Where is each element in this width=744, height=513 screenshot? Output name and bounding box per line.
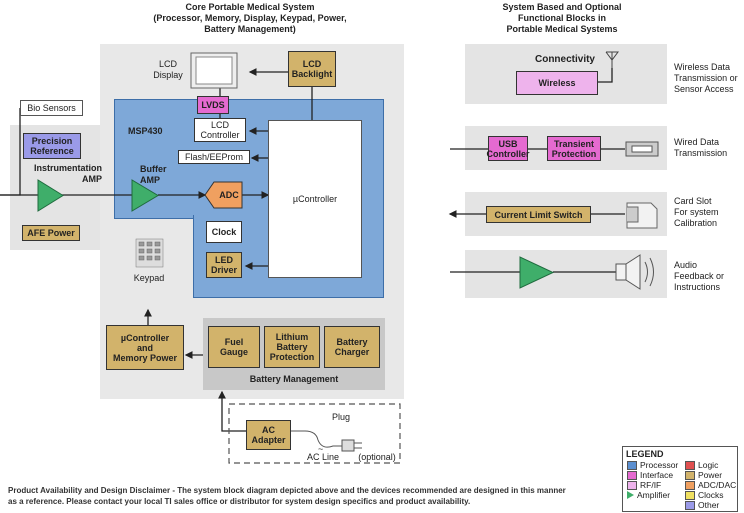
legend-swatch xyxy=(685,500,695,510)
instrumentation-amp-triangle xyxy=(37,179,64,212)
legend-label: Other xyxy=(698,500,720,510)
adc-shape xyxy=(204,181,243,209)
legend-swatch xyxy=(685,470,695,480)
transient-protection-box: Transient Protection xyxy=(547,136,601,161)
legend-item: Amplifier xyxy=(627,490,670,500)
legend-label: Processor xyxy=(640,460,679,470)
legend-label: Clocks xyxy=(698,490,724,500)
legend-label: Power xyxy=(698,470,723,480)
amplifier-icon xyxy=(627,491,634,499)
wired-desc: Wired Data Transmission xyxy=(674,137,728,158)
lcd-backlight-box: LCD Backlight xyxy=(288,51,336,87)
connectivity-label: Connectivity xyxy=(534,54,595,65)
current-limit-switch-box: Current Limit Switch xyxy=(486,206,591,223)
legend-item: ADC/DAC xyxy=(685,480,736,490)
keypad-icon xyxy=(135,238,164,268)
precision-reference-box: Precision Reference xyxy=(23,133,81,159)
lithium-battery-protection-box: Lithium Battery Protection xyxy=(264,326,320,368)
legend-label: Logic xyxy=(698,460,719,470)
legend-label: RF/IF xyxy=(640,480,662,490)
buffer-amp-label: Buffer AMP xyxy=(140,164,167,185)
legend-item: Processor xyxy=(627,460,678,470)
msp430-label: MSP430 xyxy=(128,126,163,136)
legend-label: Amplifier xyxy=(637,490,671,500)
legend-item: RF/IF xyxy=(627,480,661,490)
battery-management-label: Battery Management xyxy=(249,374,339,384)
legend-swatch xyxy=(627,470,637,480)
optional-dashed-box xyxy=(228,403,401,464)
legend-item: Clocks xyxy=(685,490,724,500)
audio-desc: Audio Feedback or Instructions xyxy=(674,260,725,292)
mcontroller-box: µController xyxy=(268,120,362,278)
instrumentation-amp-label: Instrumentation AMP xyxy=(33,163,102,184)
legend-swatch xyxy=(685,490,695,500)
lcd-controller-box: LCD Controller xyxy=(194,118,246,142)
legend-swatch xyxy=(627,460,637,470)
fuel-gauge-box: Fuel Gauge xyxy=(208,326,260,368)
core-header: Core Portable Medical System (Processor,… xyxy=(153,2,347,34)
ac-adapter-box: AC Adapter xyxy=(246,420,291,450)
usb-connector-icon xyxy=(625,141,659,157)
antenna-icon xyxy=(605,51,619,68)
legend-title: LEGEND xyxy=(626,449,664,459)
legend-label: Interface xyxy=(640,470,674,480)
legend-swatch xyxy=(685,460,695,470)
bio-sensors-box: Bio Sensors xyxy=(20,100,83,116)
card-desc: Card Slot For system Calibration xyxy=(674,196,719,228)
buffer-amp-triangle xyxy=(131,179,159,212)
disclaimer: Product Availability and Design Disclaim… xyxy=(8,486,566,506)
flash-eeprom-box: Flash/EEProm xyxy=(178,150,250,164)
legend-item: Interface xyxy=(627,470,673,480)
usb-controller-box: USB Controller xyxy=(487,136,530,161)
lvds-box: LVDS xyxy=(197,96,229,114)
afe-power-box: AFE Power xyxy=(22,225,80,241)
adc-label: ADC xyxy=(219,190,239,200)
lcd-display-label: LCD Display xyxy=(153,59,183,80)
led-driver-box: LED Driver xyxy=(206,252,242,278)
plug-label: Plug xyxy=(331,412,350,422)
legend-item: Power xyxy=(685,470,722,480)
speaker-icon xyxy=(615,254,654,290)
mcontroller-memory-power-box: µController and Memory Power xyxy=(106,325,184,370)
legend-item: Other xyxy=(685,500,719,510)
keypad-label: Keypad xyxy=(133,273,165,283)
wireless-box: Wireless xyxy=(516,71,598,95)
legend-swatch xyxy=(685,480,695,490)
legend-label: ADC/DAC xyxy=(698,480,737,490)
legend-swatch xyxy=(627,480,637,490)
clock-box: Clock xyxy=(206,221,242,243)
ac-line-label: AC Line xyxy=(306,452,340,462)
svg-text:~: ~ xyxy=(318,444,323,454)
legend-item: Logic xyxy=(685,460,718,470)
audio-amp-triangle xyxy=(519,256,555,289)
wireless-desc: Wireless Data Transmission or Sensor Acc… xyxy=(674,62,738,94)
plug-icon xyxy=(291,430,362,452)
optional-header: System Based and Optional Functional Blo… xyxy=(502,2,622,34)
optional-label: (optional) xyxy=(358,452,396,462)
battery-charger-box: Battery Charger xyxy=(324,326,380,368)
